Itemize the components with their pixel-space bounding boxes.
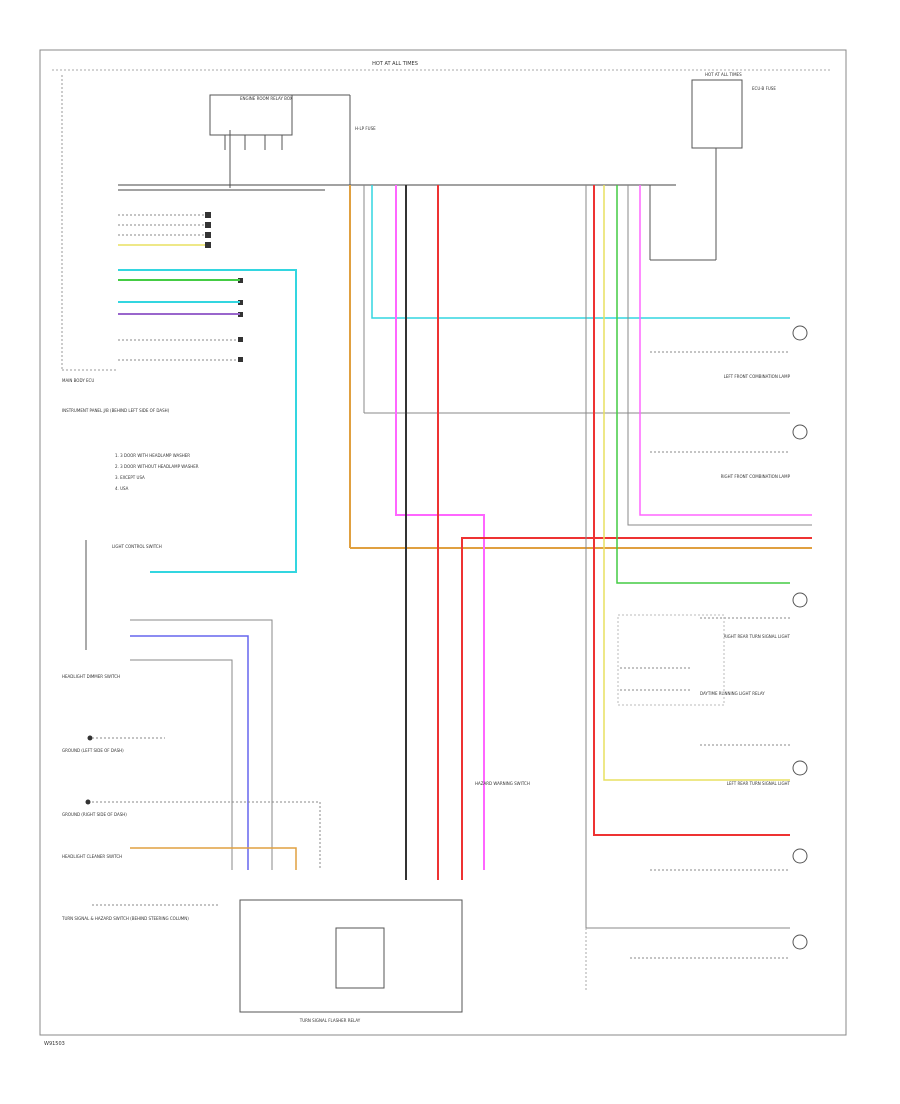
- dimmer-switch-label: HEADLIGHT DIMMER SWITCH: [62, 674, 120, 679]
- main-body-ecu-label: MAIN BODY ECU: [62, 378, 94, 383]
- relay-box-label: ENGINE ROOM RELAY BOX: [240, 96, 293, 101]
- wire-cyan-left: [118, 269, 297, 573]
- wire-orange-low: [130, 847, 297, 870]
- legend-item-3: 3. EXCEPT USA: [115, 475, 145, 480]
- lamp-feed-lines: [620, 351, 790, 959]
- instrument-panel-label: INSTRUMENT PANEL J/B (BEHIND LEFT SIDE O…: [62, 408, 170, 413]
- light-control-switch-label: LIGHT CONTROL SWITCH: [112, 544, 162, 549]
- wire-red-horizontal: [461, 537, 812, 880]
- ground-point-1: [87, 735, 93, 741]
- page-code: W91503: [44, 1041, 65, 1047]
- top-right-relay: [691, 79, 743, 149]
- legend-item-1: 1. 3 DOOR WITH HEADLAMP WASHER: [115, 453, 190, 458]
- wire-gray-1: [130, 619, 273, 870]
- ecu-connector-rows: [118, 214, 240, 361]
- wire-cyan-right: [371, 185, 790, 319]
- fuse-a-label: H-LP FUSE: [355, 126, 376, 131]
- ground-line-2: [92, 801, 321, 870]
- cleaner-switch-label: HEADLIGHT CLEANER SWITCH: [62, 854, 122, 859]
- relay-box: [209, 94, 293, 136]
- bottom-relay-box: [239, 899, 463, 1013]
- rear-left-lamp-label: LEFT REAR TURN SIGNAL LIGHT: [727, 781, 791, 786]
- ground-a-label: GROUND (LEFT SIDE OF DASH): [62, 748, 124, 753]
- legend-item-2: 2. 3 DOOR WITHOUT HEADLAMP WASHER: [115, 464, 199, 469]
- rear-right-lamp-label: RIGHT REAR TURN SIGNAL LIGHT: [724, 634, 791, 639]
- top-right-label: HOT AT ALL TIMES: [705, 72, 742, 77]
- right-lamps: [792, 325, 808, 950]
- top-right-fuse-label: ECU-B FUSE: [752, 86, 776, 91]
- ecu-terminal-dots: [205, 212, 243, 362]
- wire-green-right: [616, 185, 790, 584]
- hazard-switch-label: HAZARD WARNING SWITCH: [475, 781, 530, 786]
- bottom-relay-coil: [335, 927, 385, 989]
- wire-pink-right: [639, 185, 812, 516]
- flasher-relay-label: TURN SIGNAL FLASHER RELAY: [299, 1018, 361, 1023]
- wire-gray-2: [130, 659, 233, 870]
- wire-blue: [130, 635, 249, 870]
- wire-pink: [395, 185, 485, 870]
- ground-point-2: [85, 799, 91, 805]
- daytime-relay-box: [617, 614, 725, 706]
- wire-gray-right-2: [627, 185, 812, 526]
- ground-b-label: GROUND (RIGHT SIDE OF DASH): [62, 812, 127, 817]
- combination-switch-label: TURN SIGNAL & HAZARD SWITCH (BEHIND STEE…: [61, 916, 189, 921]
- legend-item-4: 4. USA: [115, 486, 129, 491]
- front-left-lamp-label: LEFT FRONT COMBINATION LAMP: [724, 374, 791, 379]
- wire-red-right: [593, 185, 790, 836]
- wire-yellow-right: [603, 185, 790, 781]
- diagram-frame: [39, 49, 847, 1036]
- front-right-lamp-label: RIGHT FRONT COMBINATION LAMP: [721, 474, 791, 479]
- daytime-relay-label: DAYTIME RUNNING LIGHT RELAY: [700, 691, 765, 696]
- top-label: HOT AT ALL TIMES: [372, 61, 418, 67]
